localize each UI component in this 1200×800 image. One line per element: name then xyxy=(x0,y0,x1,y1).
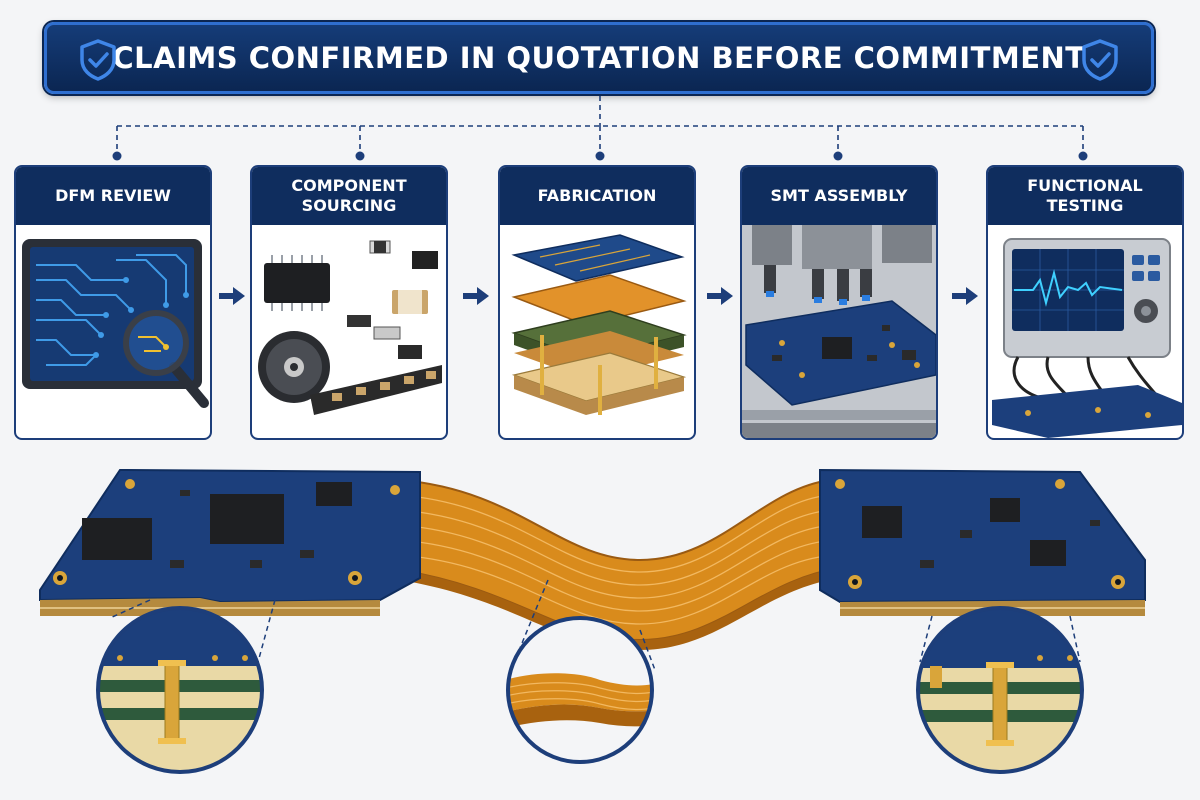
banner-title: CLAIMS CONFIRMED IN QUOTATION BEFORE COM… xyxy=(112,41,1086,75)
stage-title: FUNCTIONAL TESTING xyxy=(988,167,1182,225)
flow-arrow-icon xyxy=(707,287,733,305)
shield-check-icon xyxy=(1082,39,1118,81)
magnifier-board-icon xyxy=(22,239,209,408)
oscilloscope-icon xyxy=(992,238,1182,438)
stage-connector-lines xyxy=(112,96,1088,161)
flow-arrow-icon xyxy=(463,287,489,305)
stage-card-dfm-review: DFM REVIEW xyxy=(14,165,212,440)
stage-title: DFM REVIEW xyxy=(16,167,210,225)
stage-title: FABRICATION xyxy=(500,167,694,225)
stage-card-component-sourcing: COMPONENT SOURCING xyxy=(250,165,448,440)
rigid-board-left xyxy=(39,468,421,616)
stage-title: SMT ASSEMBLY xyxy=(742,167,936,225)
shield-check-icon xyxy=(80,39,116,81)
stage-title: COMPONENT SOURCING xyxy=(252,167,446,225)
stage-card-fabrication: FABRICATION xyxy=(498,165,696,440)
components-reel-icon xyxy=(258,240,442,415)
rigid-board-right xyxy=(819,468,1146,616)
flow-arrow-icon xyxy=(219,287,245,305)
title-banner: CLAIMS CONFIRMED IN QUOTATION BEFORE COM… xyxy=(44,22,1154,94)
pcb-layer-stack-icon xyxy=(511,234,687,415)
pick-and-place-icon xyxy=(742,225,936,438)
stage-card-functional-testing: FUNCTIONAL TESTING xyxy=(986,165,1184,440)
rigid-flex-board-illustration xyxy=(39,468,1146,774)
stage-card-smt-assembly: SMT ASSEMBLY xyxy=(740,165,938,440)
cross-section-zoom-middle xyxy=(506,616,654,764)
flex-ribbon xyxy=(399,478,842,650)
cross-section-zoom-left xyxy=(96,606,264,774)
cross-section-zoom-right xyxy=(916,606,1084,774)
flow-arrow-icon xyxy=(952,287,978,305)
